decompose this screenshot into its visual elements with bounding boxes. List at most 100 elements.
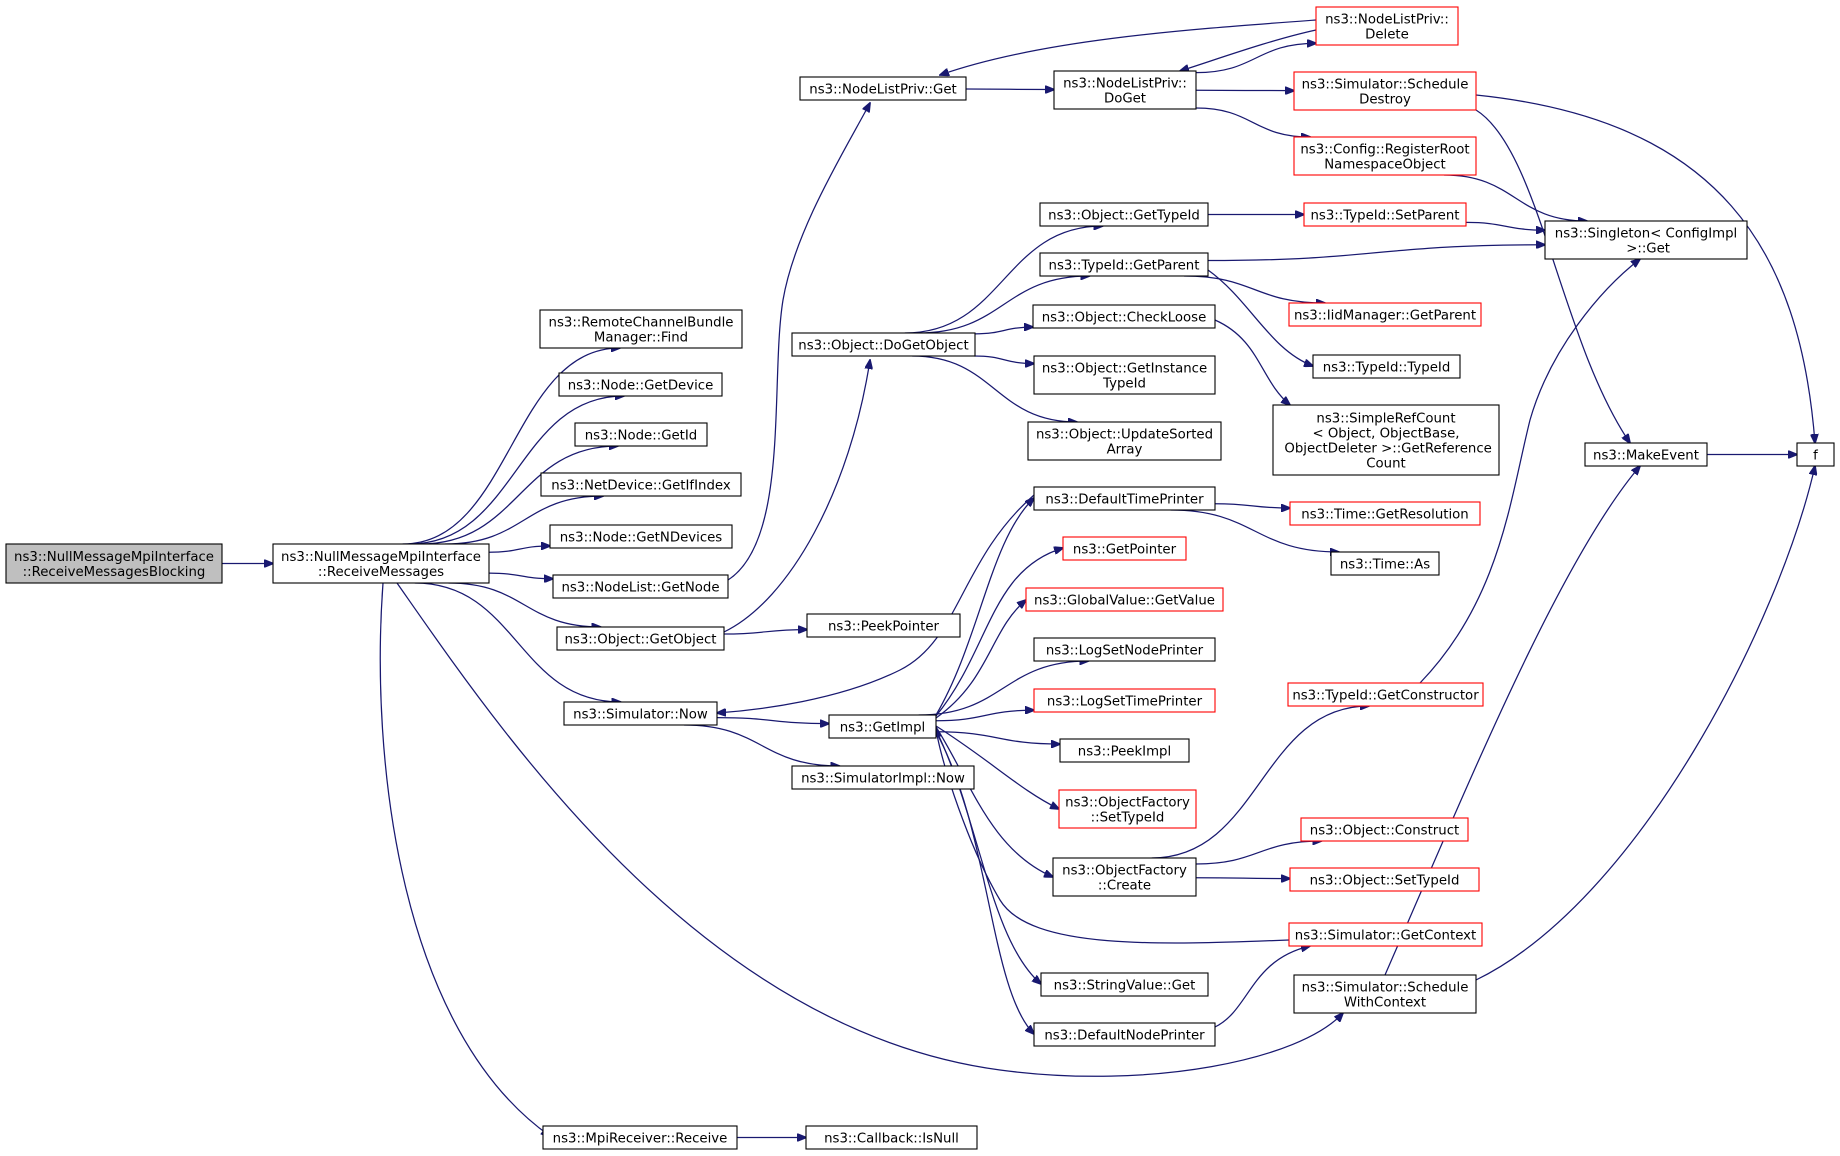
node-nlp-doget[interactable]: ns3::NodeListPriv::DoGet: [1053, 70, 1197, 110]
edge-typeid_getparent-to-iidmanager_getparent: [1184, 275, 1325, 303]
node-label-line: ns3::GlobalValue::GetValue: [1034, 594, 1215, 609]
edge-recvmsgs-to-node_getndevices: [488, 546, 550, 553]
node-label-line: ns3::TypeId::TypeId: [1323, 361, 1451, 376]
node-label-line: ns3::ObjectFactory: [1065, 796, 1190, 811]
node-node-getndevices[interactable]: ns3::Node::GetNDevices: [549, 524, 733, 549]
node-obj-gettypeid[interactable]: ns3::Object::GetTypeId: [1039, 202, 1209, 227]
node-box: [1033, 688, 1216, 713]
node-typeid-setparent[interactable]: ns3::TypeId::SetParent: [1303, 202, 1467, 227]
node-makeevent[interactable]: ns3::MakeEvent: [1584, 442, 1708, 467]
node-label-line: ns3::Object::GetTypeId: [1048, 209, 1200, 224]
edge-nlp_doget-to-config_registerroot: [1195, 107, 1310, 137]
node-box: [1315, 6, 1459, 46]
node-box: [1058, 789, 1197, 829]
node-simplerefcount[interactable]: ns3::SimpleRefCount< Object, ObjectBase,…: [1272, 404, 1500, 476]
node-label-line: ::SetTypeId: [1091, 811, 1165, 826]
node-box: [1300, 817, 1469, 842]
edge-sim_scheduledestroy-to-makeevent: [1475, 109, 1630, 443]
node-typeid-getparent[interactable]: ns3::TypeId::GetParent: [1039, 252, 1209, 277]
node-stringvalue-get[interactable]: ns3::StringValue::Get: [1040, 972, 1209, 997]
node-box: [1033, 486, 1216, 511]
node-netdev-getifindex[interactable]: ns3::NetDevice::GetIfIndex: [540, 472, 742, 497]
node-typeid-getconstructor[interactable]: ns3::TypeId::GetConstructor: [1287, 682, 1484, 707]
node-peekpointer[interactable]: ns3::PeekPointer: [806, 613, 961, 638]
node-defaultnodeprinter[interactable]: ns3::DefaultNodePrinter: [1033, 1022, 1216, 1047]
edge-typeid_getconstructor-to-singleton_get: [1419, 259, 1640, 684]
node-label-line: ns3::Node::GetNDevices: [560, 531, 723, 546]
node-box: [574, 422, 708, 447]
edge-nlp_doget-to-nlp_delete: [1195, 43, 1316, 74]
edge-nlp_get-to-nlp_doget: [965, 89, 1054, 90]
node-defaulttimeprinter[interactable]: ns3::DefaultTimePrinter: [1033, 486, 1216, 511]
node-simimpl-now[interactable]: ns3::SimulatorImpl::Now: [791, 765, 975, 790]
node-box: [1584, 442, 1708, 467]
node-label-line: Manager::Find: [594, 331, 688, 346]
edge-defaulttimeprinter-to-time_as: [1170, 509, 1339, 552]
node-nlp-delete[interactable]: ns3::NodeListPriv::Delete: [1315, 6, 1459, 46]
node-globalvalue-getvalue[interactable]: ns3::GlobalValue::GetValue: [1025, 587, 1224, 612]
node-recvmsgs[interactable]: ns3::NullMessageMpiInterface::ReceiveMes…: [272, 543, 490, 584]
node-label-line: ns3::ObjectFactory: [1062, 864, 1187, 879]
node-mpireceiver-receive[interactable]: ns3::MpiReceiver::Receive: [542, 1125, 738, 1150]
node-getpointer[interactable]: ns3::GetPointer: [1062, 536, 1187, 561]
node-box: [558, 372, 723, 397]
node-singleton-get[interactable]: ns3::Singleton< ConfigImpl >::Get: [1544, 220, 1748, 260]
node-obj-dogetobject[interactable]: ns3::Object::DoGetObject: [791, 332, 976, 357]
node-label-line: >::Get: [1622, 242, 1670, 257]
node-label-line: ns3::Object::GetObject: [564, 633, 716, 648]
node-label-line: ns3::Object::Construct: [1310, 824, 1459, 839]
edge-getimpl-to-globalvalue_getvalue: [935, 600, 1026, 719]
node-time-as[interactable]: ns3::Time::As: [1330, 551, 1440, 576]
node-obj-settypeid[interactable]: ns3::Object::SetTypeId: [1289, 867, 1480, 892]
node-box: [1052, 857, 1197, 897]
node-objfactory-create[interactable]: ns3::ObjectFactory::Create: [1052, 857, 1197, 897]
node-box: [1033, 1022, 1216, 1047]
node-obj-construct[interactable]: ns3::Object::Construct: [1300, 817, 1469, 842]
edge-object_getobject-to-peekpointer: [723, 630, 807, 635]
node-nlp-get[interactable]: ns3::NodeListPriv::Get: [799, 76, 967, 101]
edge-objfactory_create-to-obj_settypeid: [1195, 878, 1290, 879]
node-logsettimeprinter[interactable]: ns3::LogSetTimePrinter: [1033, 688, 1216, 713]
node-box: [1272, 404, 1500, 476]
node-obj-checkloose[interactable]: ns3::Object::CheckLoose: [1032, 304, 1216, 329]
node-typeid-typeid[interactable]: ns3::TypeId::TypeId: [1312, 354, 1461, 379]
node-label-line: < Object, ObjectBase,: [1312, 427, 1459, 442]
node-box: [1033, 637, 1216, 662]
node-callback-isnull[interactable]: ns3::Callback::IsNull: [805, 1125, 978, 1150]
node-sim-getcontext[interactable]: ns3::Simulator::GetContext: [1288, 922, 1483, 947]
edge-sim_schedulewithcontext-to-makeevent: [1384, 466, 1640, 976]
node-node-getid[interactable]: ns3::Node::GetId: [574, 422, 708, 447]
node-object-getobject[interactable]: ns3::Object::GetObject: [556, 626, 725, 651]
node-time-getresolution[interactable]: ns3::Time::GetResolution: [1289, 501, 1481, 526]
node-logsetnodeprinter[interactable]: ns3::LogSetNodePrinter: [1033, 637, 1216, 662]
node-getimpl[interactable]: ns3::GetImpl: [828, 714, 937, 739]
node-box: [828, 714, 937, 739]
node-box: [1293, 136, 1477, 176]
edge-recvmsgs-to-nodelist_getnode: [488, 572, 553, 579]
node-box: [1289, 867, 1480, 892]
node-box: [539, 309, 743, 349]
node-peekimpl[interactable]: ns3::PeekImpl: [1059, 738, 1190, 763]
edge-recvmsgs-to-netdev_getifindex: [445, 496, 603, 545]
node-label-line: ns3::Time::GetResolution: [1301, 508, 1468, 523]
node-simulator-now[interactable]: ns3::Simulator::Now: [563, 701, 718, 726]
node-f[interactable]: f: [1796, 442, 1835, 467]
node-box: [556, 626, 725, 651]
node-label-line: ns3::LogSetNodePrinter: [1046, 644, 1204, 659]
node-label-line: ns3::SimulatorImpl::Now: [801, 772, 965, 787]
node-root: ns3::NullMessageMpiInterface::ReceiveMes…: [5, 543, 223, 584]
node-box: [1025, 587, 1224, 612]
node-label-line: ::Create: [1098, 879, 1151, 894]
node-box: [1053, 70, 1197, 110]
edge-nodelist_getnode-to-nlp_get: [727, 103, 870, 581]
node-iidmanager-getparent[interactable]: ns3::IidManager::GetParent: [1288, 302, 1482, 327]
node-node-getdevice[interactable]: ns3::Node::GetDevice: [558, 372, 723, 397]
node-objfactory-settypeid[interactable]: ns3::ObjectFactory::SetTypeId: [1058, 789, 1197, 829]
node-nodelist-getnode[interactable]: ns3::NodeList::GetNode: [552, 574, 729, 599]
